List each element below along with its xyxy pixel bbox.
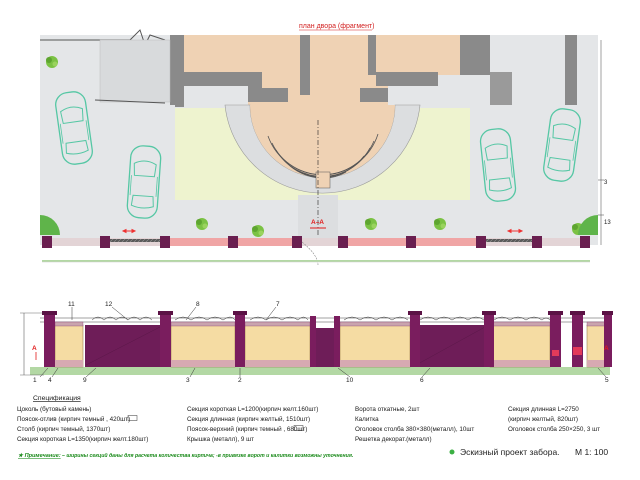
callout-10: 10	[346, 377, 354, 384]
callout-7: 7	[276, 301, 280, 308]
elevation-view: А А 11 12 8 7 1 4 9 3 2 10	[20, 301, 613, 384]
footer: Эскизный проект забора. М 1: 100	[449, 447, 608, 457]
plan-title: план двора (фрагмент)	[299, 23, 374, 30]
spec-3-3: Оголовок столба 380×380(металл), 10шт	[355, 425, 474, 433]
callout-2: 2	[238, 377, 242, 384]
wicket-gate	[316, 328, 334, 367]
specification: Спецификация Цоколь (бутовый камень) Поя…	[17, 395, 600, 443]
spec-2-1: Секция короткая L=1200(кирпич желт.160шт…	[187, 406, 318, 413]
callout-6: 6	[420, 377, 424, 384]
callout-8: 8	[196, 301, 200, 308]
brick-symbol-2	[293, 425, 304, 431]
note: ★ Примечание: – ширины секций даны для р…	[18, 452, 353, 459]
spec-4-2: (кирпич желтый, 820шт)	[508, 415, 578, 423]
elevation-section-mark: А	[32, 345, 37, 352]
callout-5: 5	[605, 377, 609, 384]
spec-4-1: Секция длинная L=2750	[508, 406, 579, 413]
ground-line	[30, 367, 610, 375]
spec-3-2: Калитка	[355, 416, 379, 423]
plan-fence	[42, 236, 590, 248]
note-text: – ширины секций даны для расчета количес…	[62, 452, 353, 459]
spec-3-4: Решетка декорат.(металл)	[355, 436, 432, 443]
building-left-wing	[182, 35, 310, 75]
section-mark: А–А	[310, 219, 326, 229]
callout-3-elev: 3	[186, 377, 190, 384]
spec-heading: Спецификация	[33, 395, 81, 402]
spec-2-4: Крышка (металл), 9 шт	[187, 436, 254, 443]
stair	[267, 133, 379, 189]
callout-13: 13	[604, 220, 611, 226]
spec-1-3: Столб (кирпич темный, 1370шт)	[17, 425, 110, 433]
callout-9: 9	[83, 377, 87, 384]
spec-1-2: Поясок-отлив (кирпич темный , 420шт)	[17, 415, 130, 423]
footer-title: Эскизный проект забора.	[460, 447, 560, 457]
elevation-section-mark-right: А	[604, 345, 609, 352]
spec-2-3: Поясок-верхний (кирпич темный , 680шт)	[187, 425, 307, 433]
decorative-grill	[91, 316, 551, 321]
fence-piers	[44, 313, 612, 367]
spec-3-1: Ворота откатные, 2шт	[355, 406, 420, 413]
spec-4-3: Оголовок столба 250×250, 3 шт	[508, 425, 600, 433]
note-label: ★ Примечание:	[18, 452, 61, 459]
spec-1-1: Цоколь (бутовый камень)	[17, 405, 91, 413]
callout-4: 4	[48, 377, 52, 384]
callout-1: 1	[33, 377, 37, 384]
spec-1-4: Секция короткая L=1350(кирпич желт.180шт…	[17, 436, 148, 443]
callout-11: 11	[68, 301, 75, 308]
section-label: А–А	[311, 219, 324, 226]
plan-view: А–А план двора (фрагмент) 3 13	[40, 23, 611, 266]
brick-symbol	[127, 415, 138, 421]
callout-3: 3	[604, 180, 608, 186]
spec-2-2: Секция длинная (кирпич желтый, 1510шт)	[187, 415, 310, 423]
callout-12: 12	[105, 301, 113, 308]
bullet-icon	[449, 449, 455, 455]
footer-scale: М 1: 100	[575, 447, 608, 457]
